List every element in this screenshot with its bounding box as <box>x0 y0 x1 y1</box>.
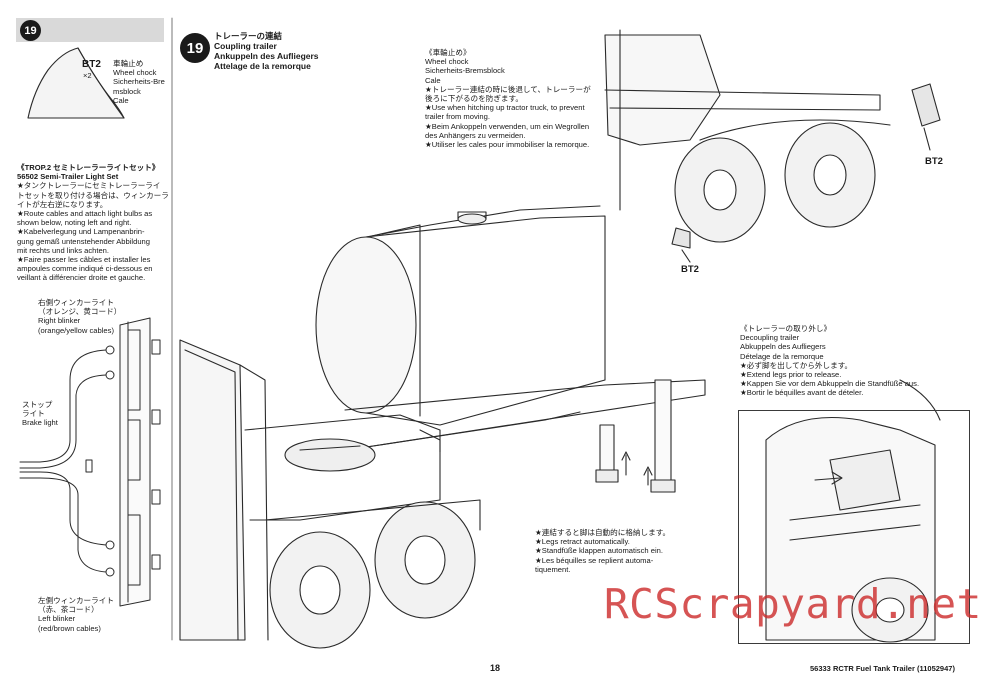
light-wiring-drawing <box>19 317 161 607</box>
brake-light-label: ストップ ライト Brake light <box>22 400 58 428</box>
main-step-badge: 19 <box>180 33 210 63</box>
part-quantity: ×2 <box>83 71 92 80</box>
wheel-chock-part-drawing <box>27 47 125 119</box>
bt2-callout-right: BT2 <box>925 156 943 167</box>
decoupling-note: 《トレーラーの取り外し》 Decoupling trailer Abkuppel… <box>740 324 920 398</box>
tank-trailer-drawing <box>315 205 706 493</box>
watermark-text: RCScrapyard.net <box>604 580 982 628</box>
legs-retract-note: ★連結すると脚は自動的に格納します。 ★Legs retract automat… <box>535 528 671 574</box>
page-number: 18 <box>490 663 501 673</box>
main-step-title: トレーラーの連結 Coupling trailer Ankuppeln des … <box>214 31 319 71</box>
left-blinker-label: 左側ウィンカーライト （赤、茶コード） Left blinker (red/br… <box>38 596 114 633</box>
wheel-chock-detail-drawing <box>604 29 941 263</box>
decoupling-frame <box>738 410 970 644</box>
decoupling-detail-drawing <box>765 379 941 643</box>
light-set-note: 《TROP.2 セミトレーラーライトセット》 56502 Semi-Traile… <box>17 163 169 283</box>
step-number-badge: 19 <box>20 20 41 41</box>
tractor-truck-drawing <box>179 339 481 649</box>
wheel-chock-note: 《車輪止め》 Wheel chock Sicherheits-Bremsbloc… <box>425 48 591 150</box>
bt2-callout-bottom: BT2 <box>681 264 699 275</box>
product-footer: 56333 RCTR Fuel Tank Trailer (11052947) <box>810 664 955 673</box>
part-names: 車輪止め Wheel chock Sicherheits-Bre msblock… <box>113 59 165 105</box>
right-blinker-label: 右側ウィンカーライト （オレンジ、黄コード） Right blinker (or… <box>38 298 122 335</box>
part-code-label: BT2 <box>82 59 101 70</box>
